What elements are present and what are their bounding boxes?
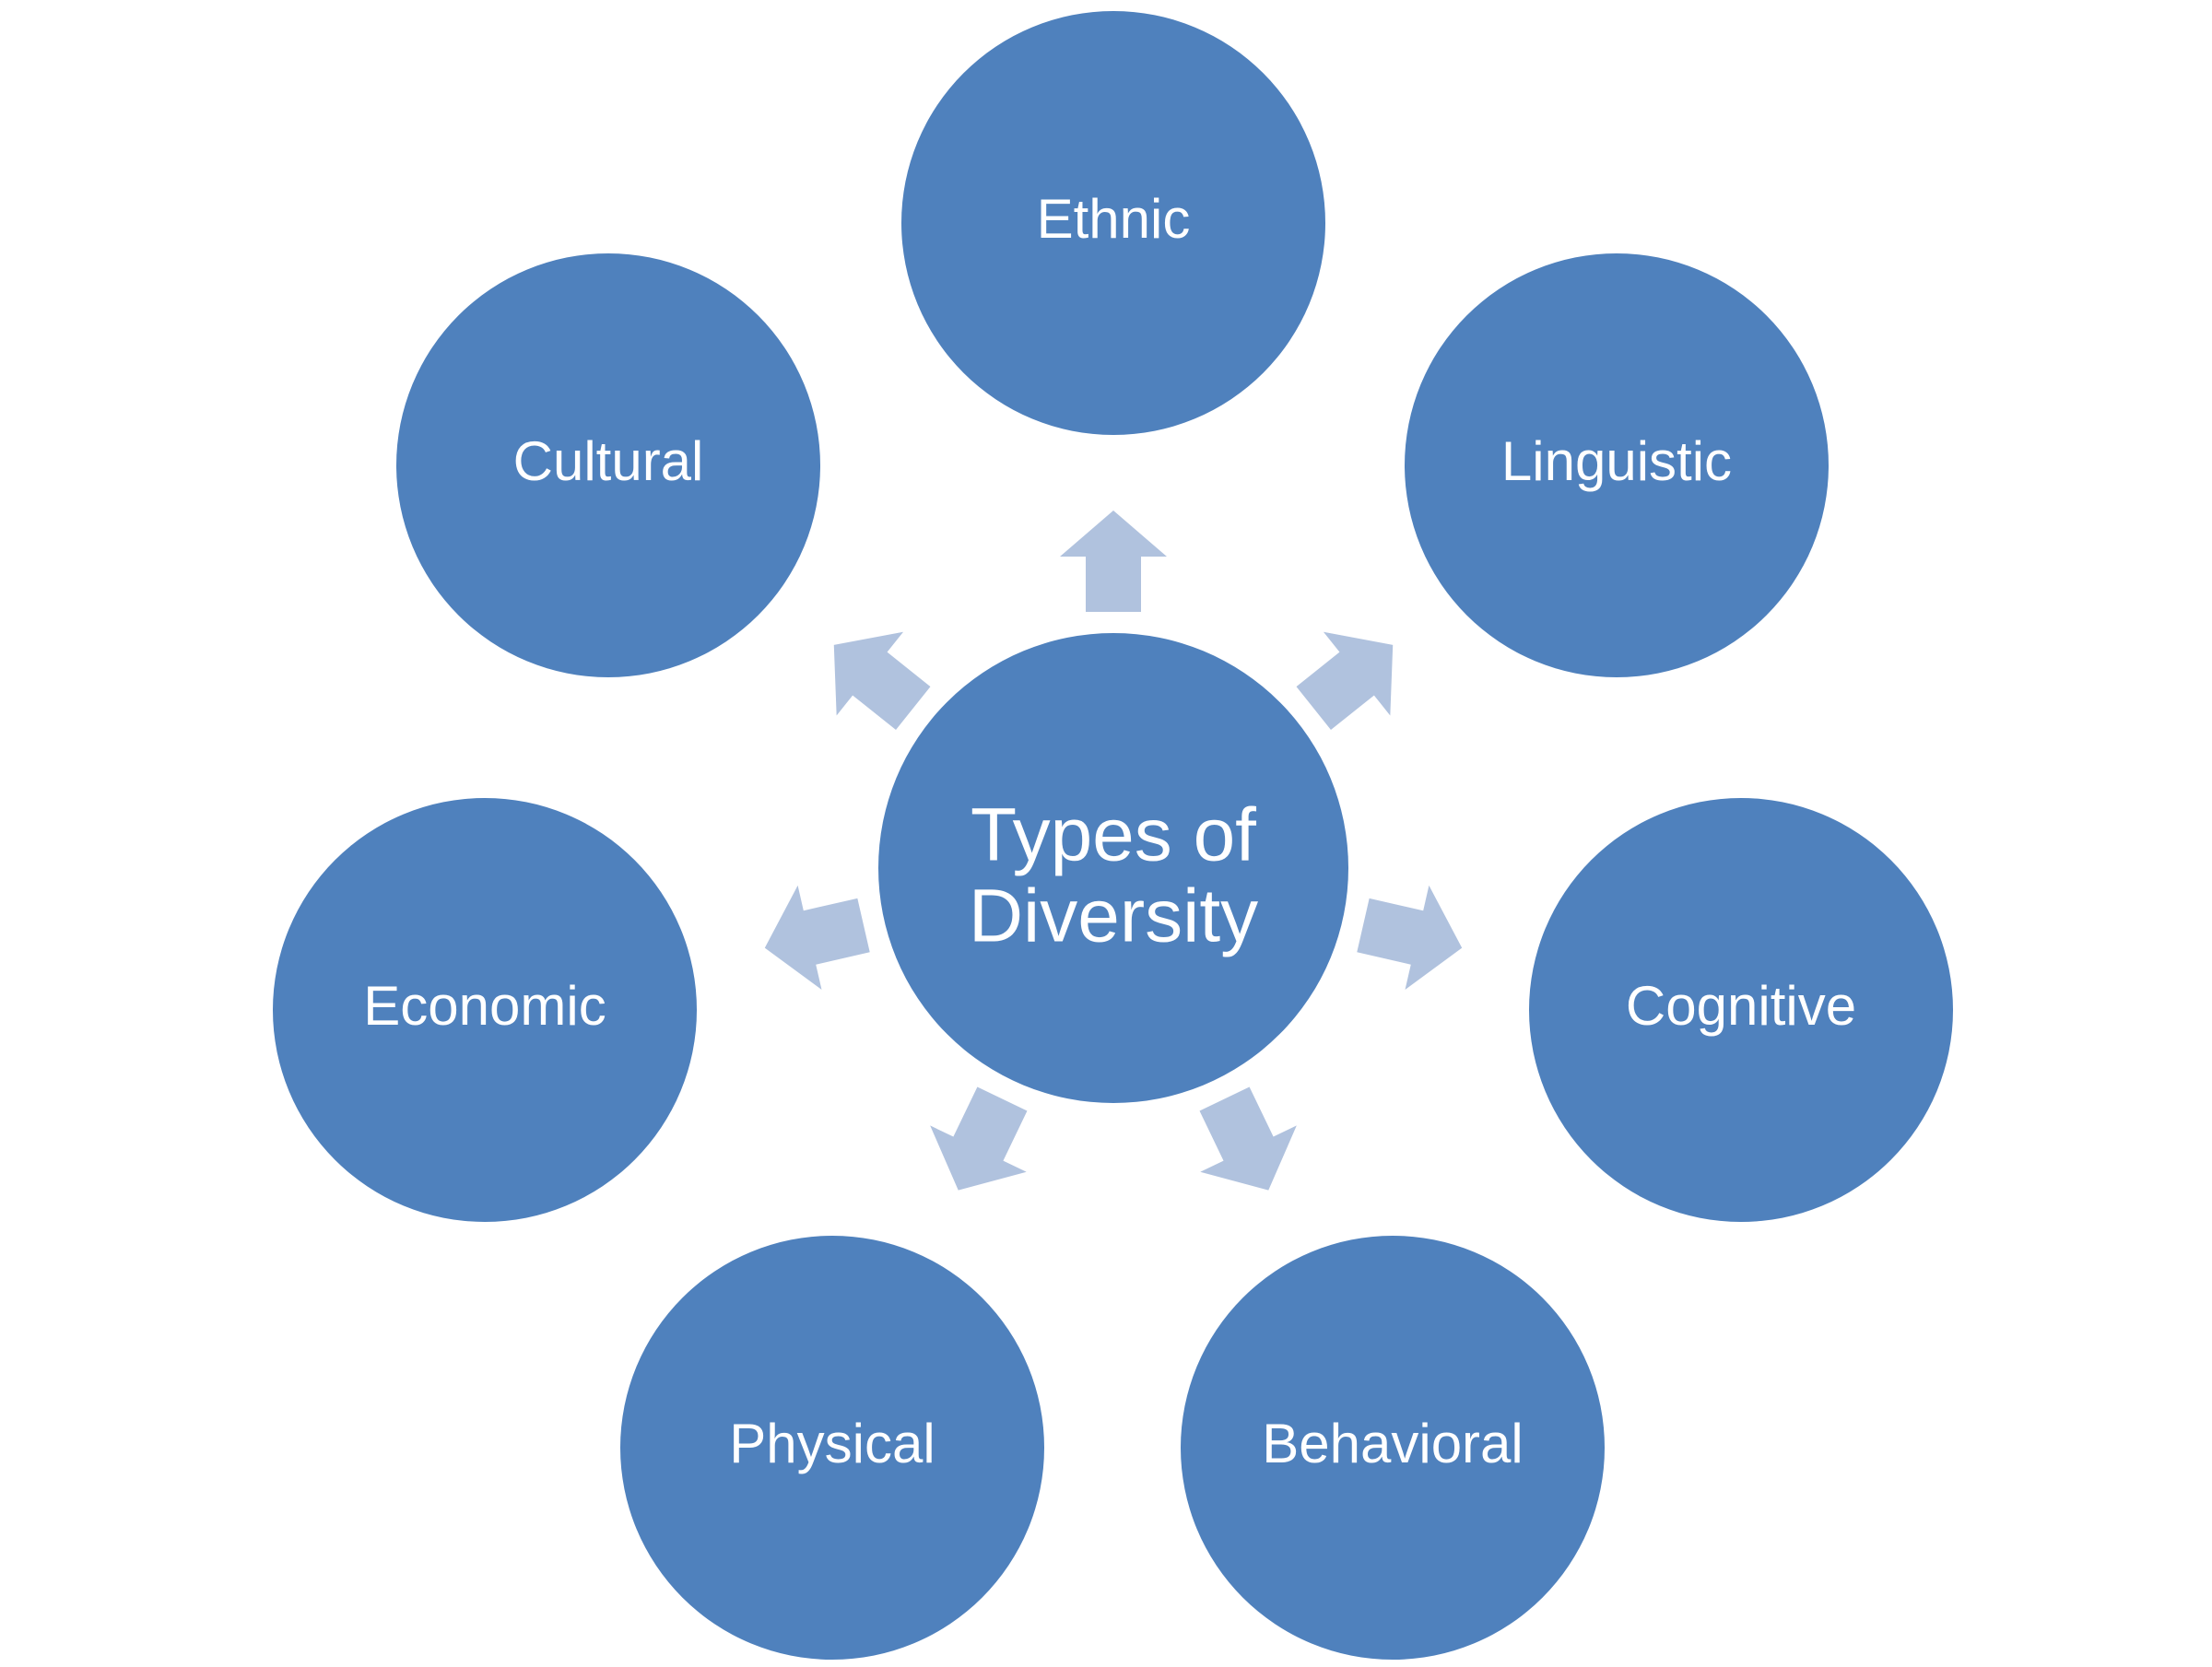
node-ethnic-circle: [901, 11, 1325, 435]
arrow-to-behavioral-shape: [1199, 1086, 1297, 1191]
arrow-to-physical-shape: [930, 1086, 1028, 1191]
node-cognitive: Cognitive: [1529, 798, 1953, 1222]
center-label-line-1: Types of: [971, 793, 1256, 877]
node-ethnic: Ethnic: [901, 11, 1325, 435]
center-label-line-2: Diversity: [969, 875, 1258, 958]
node-behavioral: Behavioral: [1181, 1236, 1605, 1660]
arrow-to-cognitive: [1357, 885, 1463, 990]
center-node: Types of Diversity: [878, 633, 1348, 1103]
node-cognitive-label: Cognitive: [1626, 975, 1856, 1037]
node-cognitive-circle: [1529, 798, 1953, 1222]
node-linguistic-circle: [1405, 253, 1829, 677]
node-physical: Physical: [620, 1236, 1044, 1660]
arrow-to-economic-shape: [764, 885, 870, 990]
arrow-to-ethnic: [1060, 511, 1167, 612]
nodes-layer: Types of Diversity Ethnic Linguistic Cog…: [273, 11, 1953, 1660]
arrow-to-linguistic-shape: [1296, 631, 1394, 731]
arrow-to-cognitive-shape: [1357, 885, 1463, 990]
node-physical-label: Physical: [729, 1413, 935, 1474]
arrow-to-cultural: [833, 631, 931, 731]
node-behavioral-label: Behavioral: [1262, 1413, 1524, 1474]
node-cultural-circle: [396, 253, 820, 677]
node-physical-circle: [620, 1236, 1044, 1660]
node-linguistic-label: Linguistic: [1501, 430, 1732, 492]
node-economic-circle: [273, 798, 697, 1222]
node-cultural-label: Cultural: [513, 430, 704, 492]
node-linguistic: Linguistic: [1405, 253, 1829, 677]
node-behavioral-circle: [1181, 1236, 1605, 1660]
arrow-to-economic: [764, 885, 870, 990]
arrows-layer: [764, 511, 1463, 1191]
arrow-to-physical: [930, 1086, 1028, 1191]
center-circle: [878, 633, 1348, 1103]
arrow-to-cultural-shape: [833, 631, 931, 731]
node-ethnic-label: Ethnic: [1037, 188, 1191, 250]
node-economic-label: Economic: [363, 975, 606, 1037]
arrow-to-ethnic-shape: [1060, 511, 1167, 612]
arrow-to-behavioral: [1199, 1086, 1297, 1191]
arrow-to-linguistic: [1296, 631, 1394, 731]
node-cultural: Cultural: [396, 253, 820, 677]
node-economic: Economic: [273, 798, 697, 1222]
